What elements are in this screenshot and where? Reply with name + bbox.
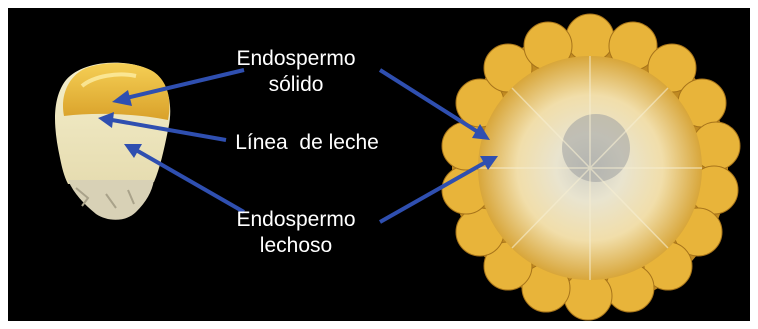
label-solid-endosperm: Endospermo sólido — [226, 46, 366, 98]
label-milk-line: Línea de leche — [222, 130, 392, 156]
photo-frame: Endospermo sólido Línea de leche Endospe… — [8, 8, 750, 321]
label-milky-endosperm: Endospermo lechoso — [226, 207, 366, 259]
label-solid-endosperm-line1: Endospermo — [226, 46, 366, 72]
label-milky-endosperm-line2: lechoso — [226, 233, 366, 259]
corn-kernel-image — [55, 63, 170, 220]
label-milky-endosperm-line1: Endospermo — [226, 207, 366, 233]
label-solid-endosperm-line2: sólido — [226, 72, 366, 98]
corn-illustration — [8, 8, 750, 321]
label-milk-line-text: Línea de leche — [222, 130, 392, 156]
